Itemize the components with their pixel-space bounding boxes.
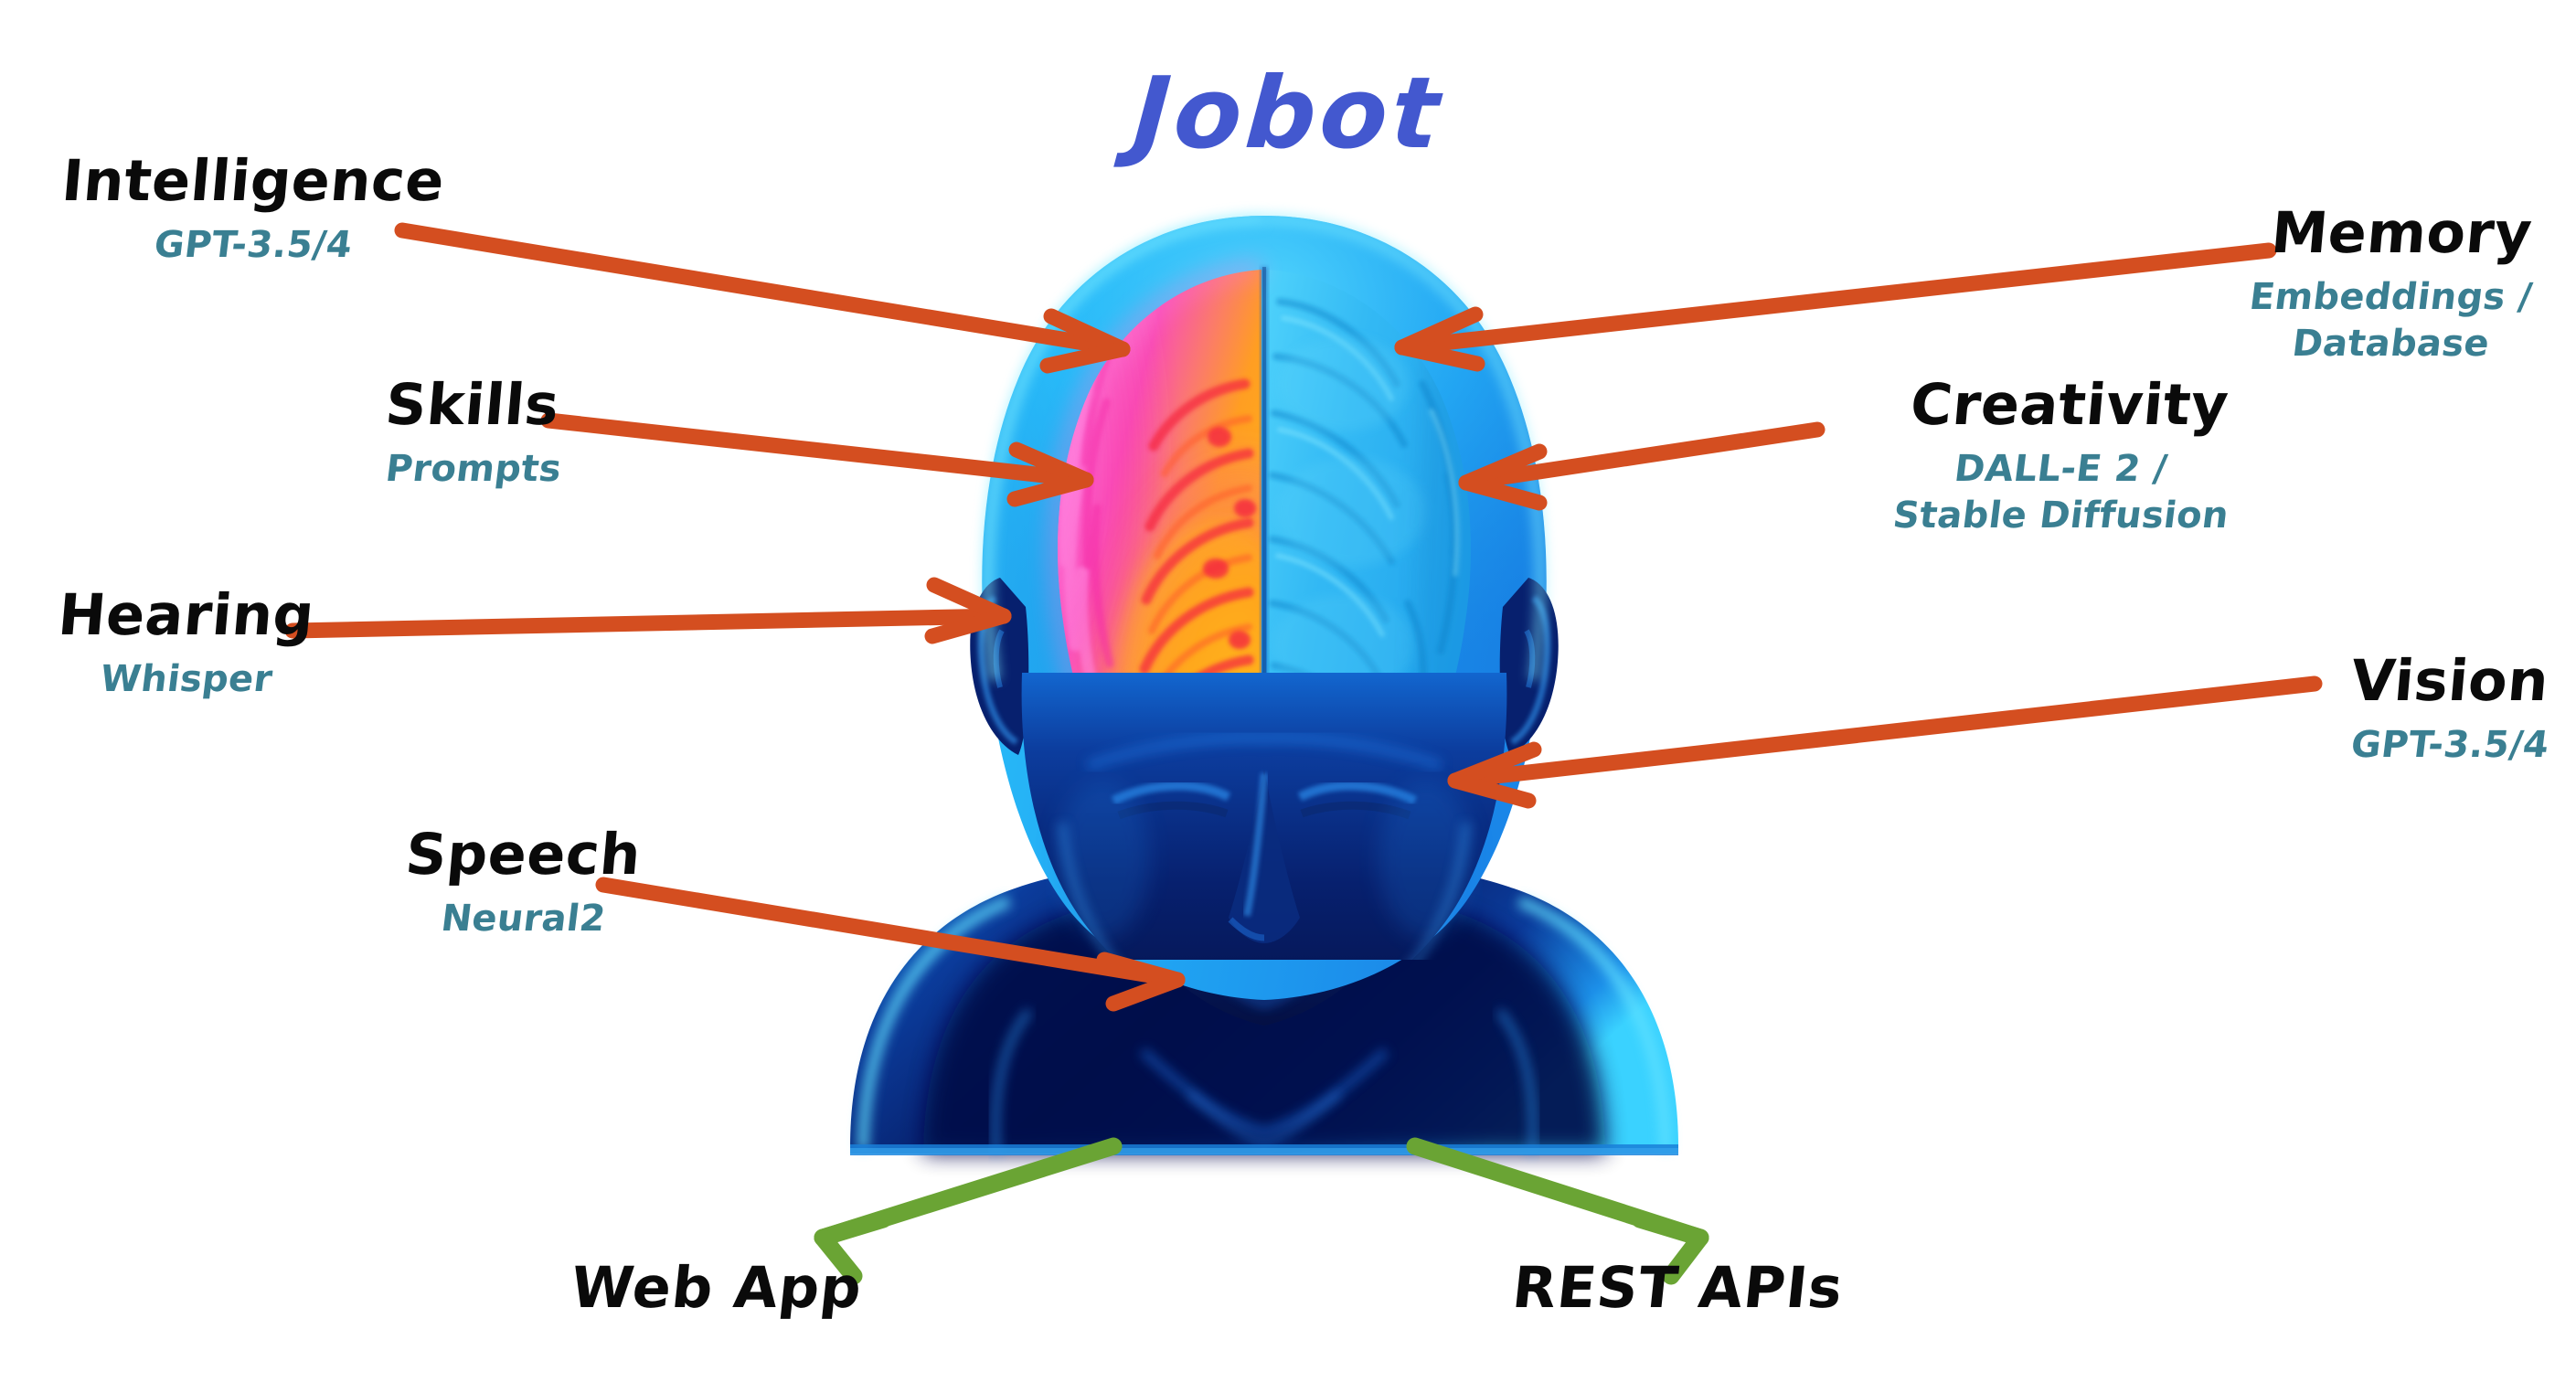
annotation-hearing: Hearing Whisper	[55, 581, 317, 702]
annotation-intelligence-subtitle: GPT-3.5/4	[152, 224, 355, 267]
annotation-skills-title: Skills	[382, 371, 562, 438]
annotation-skills: Skills Prompts	[382, 371, 564, 492]
annotation-memory-title: Memory	[2268, 199, 2536, 266]
annotation-vision-title: Vision	[2347, 647, 2552, 714]
output-label-rest-apis: REST APIs	[1509, 1254, 1847, 1321]
annotation-vision-subtitle: GPT-3.5/4	[2348, 724, 2551, 767]
annotation-vision: Vision GPT-3.5/4	[2347, 647, 2552, 768]
annotation-hearing-subtitle: Whisper	[98, 658, 275, 701]
annotation-creativity: Creativity DALL-E 2 / Stable Diffusion	[1890, 371, 2232, 538]
annotation-intelligence: Intelligence GPT-3.5/4	[59, 147, 448, 268]
annotation-creativity-title: Creativity	[1908, 371, 2232, 438]
annotation-speech-title: Speech	[402, 821, 644, 888]
annotation-hearing-title: Hearing	[55, 581, 317, 648]
annotation-creativity-subtitle-line-1: DALL-E 2 /	[1952, 448, 2170, 491]
annotation-creativity-subtitle-line-2: Stable Diffusion	[1890, 494, 2231, 537]
annotation-memory-subtitle-line-2: Database	[2290, 322, 2493, 365]
annotation-memory-subtitle-line-1: Embeddings /	[2247, 276, 2535, 319]
annotation-memory: Memory Embeddings / Database	[2247, 199, 2536, 367]
annotation-speech: Speech Neural2	[402, 821, 644, 941]
annotation-speech-subtitle: Neural2	[439, 898, 609, 941]
output-label-web-app: Web App	[568, 1254, 866, 1321]
annotation-skills-subtitle: Prompts	[383, 448, 564, 491]
annotation-intelligence-title: Intelligence	[59, 147, 448, 214]
